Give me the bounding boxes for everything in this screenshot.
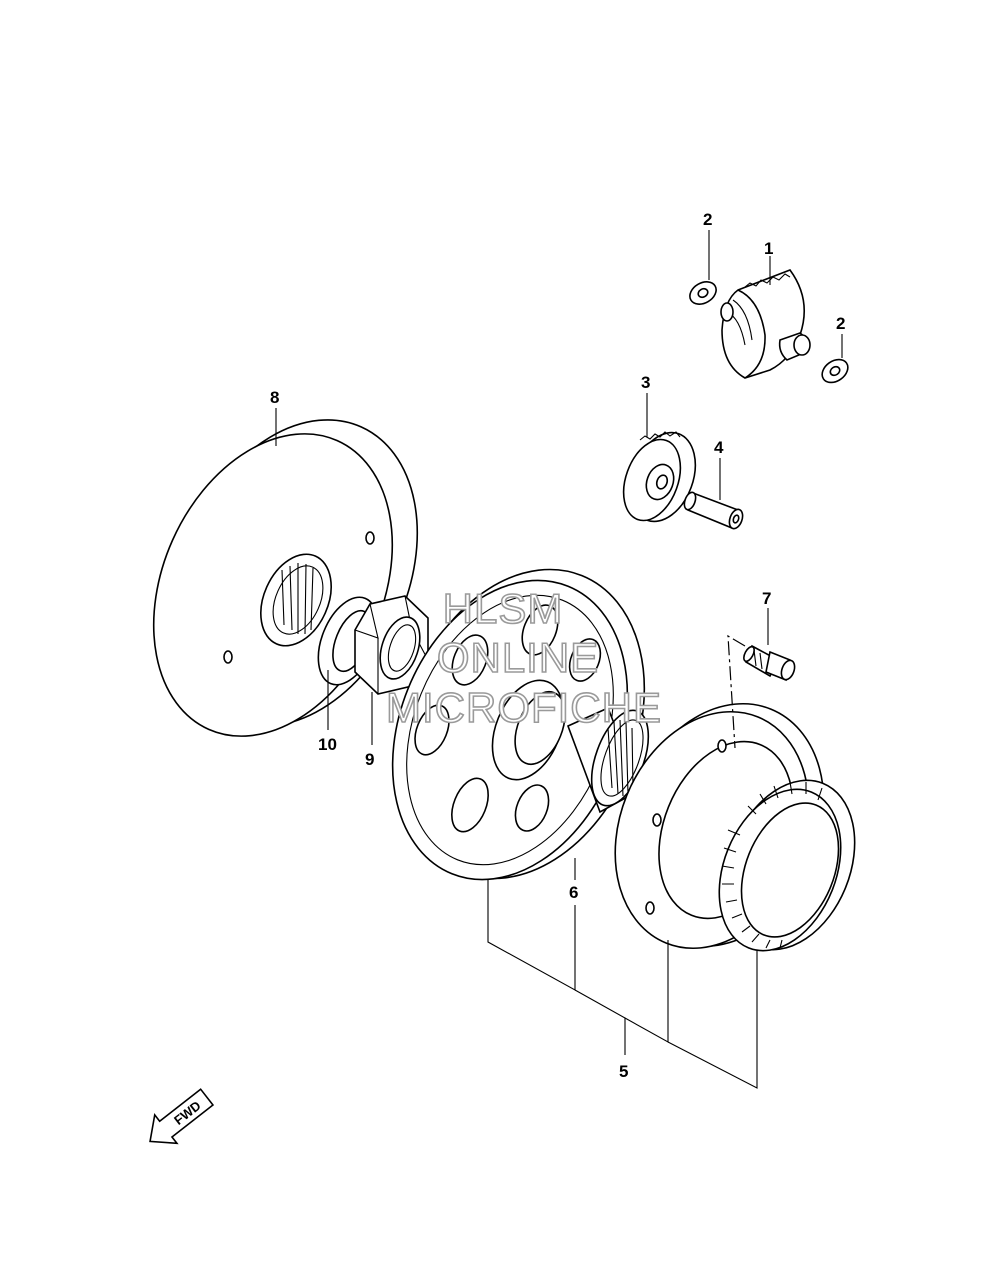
callout-3: 3 bbox=[641, 373, 650, 392]
watermark-line-2: ONLINE bbox=[437, 634, 599, 681]
callout-labels: 1 2 2 3 4 5 6 7 8 9 10 bbox=[270, 210, 845, 1081]
callout-6: 6 bbox=[569, 883, 578, 902]
watermark: HLSM ONLINE MICROFICHE bbox=[385, 584, 662, 732]
callout-10: 10 bbox=[318, 735, 337, 754]
fwd-arrow: FWD bbox=[149, 1088, 215, 1145]
watermark-line-3: MICROFICHE bbox=[386, 684, 662, 731]
part-3-small-gear bbox=[622, 431, 697, 523]
part-6-driven-gear bbox=[391, 568, 646, 881]
callout-2-right: 2 bbox=[836, 314, 845, 333]
watermark-line-1: HLSM bbox=[443, 585, 564, 632]
part-2-washer-right bbox=[821, 358, 849, 384]
callout-5: 5 bbox=[619, 1062, 628, 1081]
part-9-nut bbox=[354, 595, 429, 695]
callout-7: 7 bbox=[762, 589, 771, 608]
leader-lines bbox=[275, 230, 843, 1089]
part-1-idle-gear bbox=[720, 269, 811, 379]
callout-1: 1 bbox=[764, 239, 773, 258]
bolt-install-line bbox=[727, 634, 746, 749]
part-2-washer-left bbox=[689, 281, 717, 305]
callout-9: 9 bbox=[365, 750, 374, 769]
callout-2-left: 2 bbox=[703, 210, 712, 229]
callout-8: 8 bbox=[270, 388, 279, 407]
sprag-clutch-ring bbox=[718, 779, 856, 952]
part-4-shaft bbox=[683, 491, 744, 530]
callout-4: 4 bbox=[714, 438, 724, 457]
part-7-bolt bbox=[743, 644, 796, 682]
